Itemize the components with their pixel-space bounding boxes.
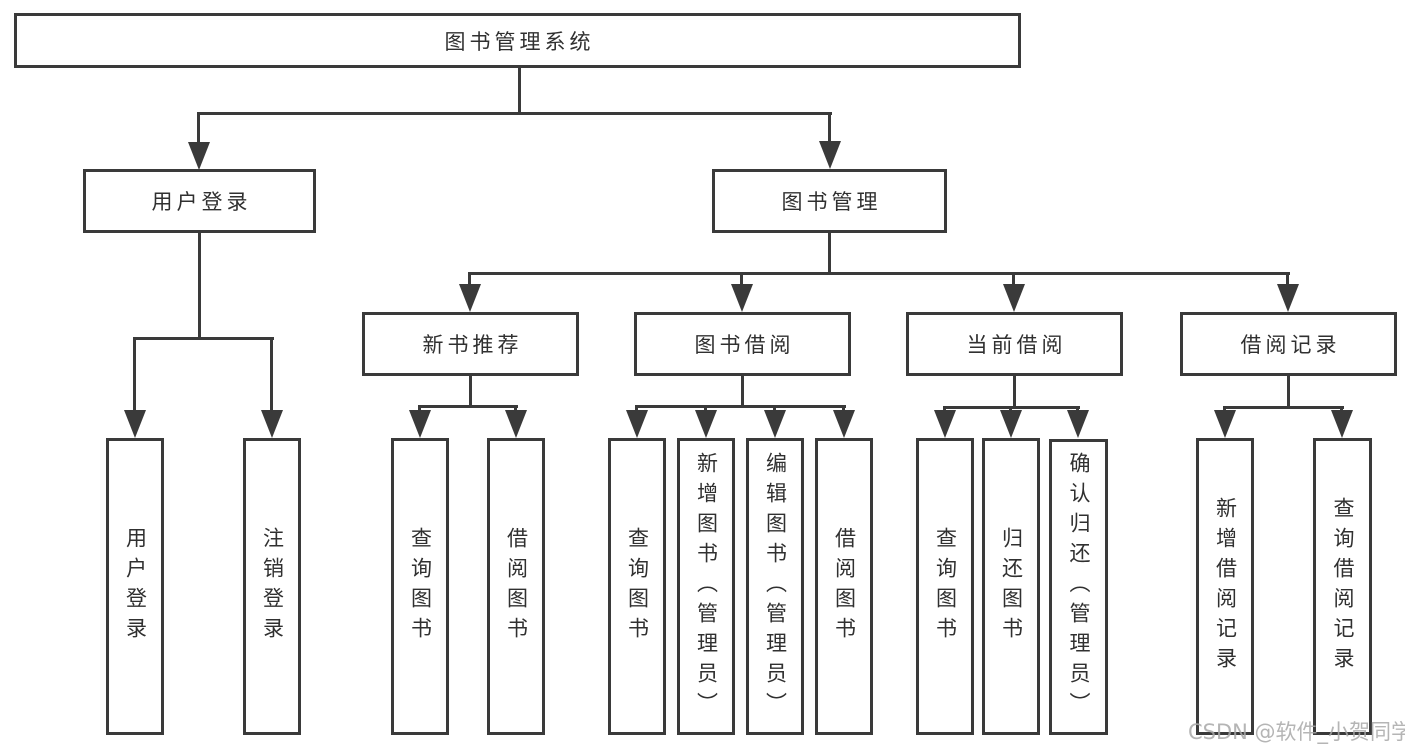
node-user-login-label: 用户登录	[151, 190, 252, 214]
watermark-text: CSDN @软件_小贺同学	[1188, 720, 1405, 744]
arrowhead-to-edit-book-admin	[763, 405, 786, 438]
node-current-borrowing-label: 当前借阅	[966, 333, 1067, 357]
node-book-borrowing: 图书借阅	[634, 312, 851, 376]
leaf-query-books-1: 查询图书	[391, 438, 449, 735]
leaf-edit-book-admin: 编辑图书（管理员）	[746, 438, 804, 735]
arrowhead-to-query-books-1	[408, 405, 431, 438]
leaf-query-books-2-label: 查询图书	[625, 526, 650, 647]
leaf-add-book-admin: 新增图书（管理员）	[677, 438, 735, 735]
arrowhead-to-query-books-3	[933, 406, 956, 438]
leaf-borrow-books-2: 借阅图书	[815, 438, 873, 735]
leaf-user-login-label: 用户登录	[123, 526, 148, 647]
arrowhead-to-book-management	[818, 112, 841, 169]
connector-borrowing-records-stem	[1287, 376, 1290, 406]
leaf-return-books: 归还图书	[982, 438, 1040, 735]
node-user-login: 用户登录	[83, 169, 316, 233]
watermark: CSDN @软件_小贺同学	[1188, 716, 1405, 746]
arrowhead-to-query-borrow-record	[1330, 406, 1353, 438]
leaf-confirm-return-admin-label: 确认归还（管理员）	[1067, 452, 1091, 722]
leaf-logout: 注销登录	[243, 438, 301, 735]
arrowhead-to-new-book-recommendation	[458, 272, 481, 312]
leaf-edit-book-admin-label: 编辑图书（管理员）	[763, 451, 788, 722]
leaf-logout-label: 注销登录	[260, 526, 285, 647]
arrowhead-to-leaf-user-login	[123, 337, 146, 438]
connector-book-management-rail	[468, 272, 1290, 275]
leaf-add-borrow-record: 新增借阅记录	[1196, 438, 1254, 735]
node-book-management-label: 图书管理	[781, 190, 882, 214]
node-borrowing-records: 借阅记录	[1180, 312, 1397, 376]
node-root-label: 图书管理系统	[444, 29, 595, 54]
arrowhead-to-borrowing-records	[1276, 272, 1299, 312]
leaf-add-borrow-record-label: 新增借阅记录	[1213, 496, 1238, 677]
connector-new-book-rail	[418, 405, 518, 408]
connector-book-borrowing-rail	[635, 405, 846, 408]
leaf-borrow-books-2-label: 借阅图书	[832, 526, 857, 647]
node-book-management: 图书管理	[712, 169, 947, 233]
node-new-book-recommendation-label: 新书推荐	[422, 333, 523, 357]
connector-current-borrowing-stem	[1013, 376, 1016, 406]
arrowhead-to-add-book-admin	[694, 405, 717, 438]
node-root: 图书管理系统	[14, 13, 1021, 68]
node-book-borrowing-label: 图书借阅	[694, 333, 795, 357]
connector-borrowing-records-rail	[1223, 406, 1344, 409]
arrowhead-to-confirm-return-admin	[1066, 406, 1089, 438]
leaf-borrow-books-1-label: 借阅图书	[504, 526, 529, 647]
leaf-add-book-admin-label: 新增图书（管理员）	[694, 451, 719, 722]
leaf-query-borrow-record-label: 查询借阅记录	[1331, 496, 1355, 677]
arrowhead-to-leaf-logout	[260, 337, 283, 438]
leaf-return-books-label: 归还图书	[999, 526, 1024, 647]
arrowhead-to-return-books	[999, 406, 1022, 438]
connector-book-management-stem	[828, 233, 831, 272]
leaf-query-books-3-label: 查询图书	[933, 526, 958, 647]
leaf-confirm-return-admin: 确认归还（管理员）	[1049, 439, 1108, 735]
arrowhead-to-user-login	[187, 112, 210, 170]
leaf-borrow-books-1: 借阅图书	[487, 438, 545, 735]
node-new-book-recommendation: 新书推荐	[362, 312, 579, 376]
node-current-borrowing: 当前借阅	[906, 312, 1123, 376]
connector-user-login-stem	[198, 233, 201, 337]
connector-new-book-stem	[469, 376, 472, 405]
arrowhead-to-borrow-books-2	[832, 405, 855, 438]
leaf-query-books-3: 查询图书	[916, 438, 974, 735]
arrowhead-to-borrow-books-1	[504, 405, 527, 438]
arrowhead-to-current-borrowing	[1002, 272, 1025, 312]
connector-user-login-rail	[133, 337, 274, 340]
leaf-user-login: 用户登录	[106, 438, 164, 735]
connector-root-stem	[518, 68, 521, 112]
leaf-query-borrow-record: 查询借阅记录	[1313, 438, 1372, 735]
connector-root-rail	[197, 112, 832, 115]
node-borrowing-records-label: 借阅记录	[1240, 333, 1341, 357]
leaf-query-books-1-label: 查询图书	[408, 526, 433, 647]
arrowhead-to-book-borrowing	[730, 272, 753, 312]
arrowhead-to-add-borrow-record	[1213, 406, 1236, 438]
connector-book-borrowing-stem	[741, 376, 744, 405]
leaf-query-books-2: 查询图书	[608, 438, 666, 735]
arrowhead-to-query-books-2	[625, 405, 648, 438]
